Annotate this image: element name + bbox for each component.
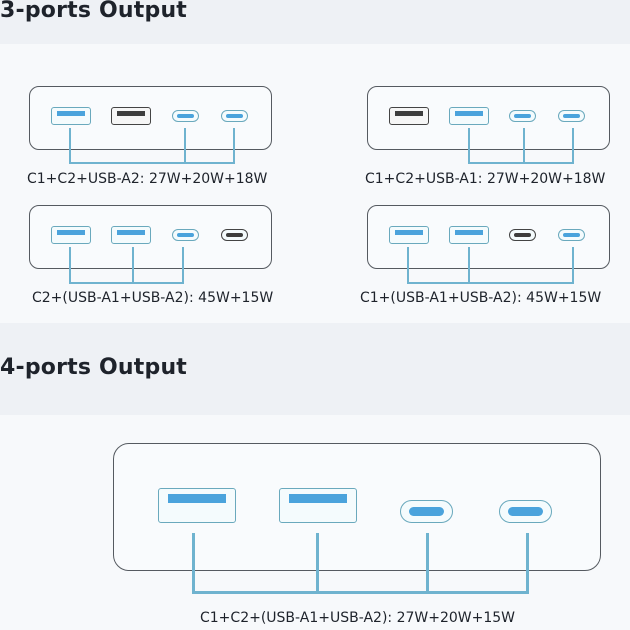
usb-c-port-active [499,500,552,523]
usb-c-port-active [400,500,453,523]
connector-wire [233,128,235,163]
connector-wire [407,247,409,283]
connector-wire [426,533,429,593]
connector-wire [182,247,184,283]
connector-wire [184,128,186,163]
three-ports-header: 3-ports Output [0,0,630,44]
usb-a-port-active [389,226,429,244]
connector-wire [69,162,235,164]
usb-c-port-active [558,229,585,241]
config-caption: C1+(USB-A1+USB-A2): 45W+15W [360,290,602,306]
usb-c-port-active [558,110,585,122]
connector-wire [69,282,184,284]
usb-a-port-active [449,107,489,125]
config-caption: C2+(USB-A1+USB-A2): 45W+15W [32,290,274,306]
usb-a-port-active [158,488,236,523]
connector-wire [192,591,529,594]
connector-wire [69,128,71,163]
section-title: 3-ports Output [0,0,188,23]
connector-wire [523,128,525,163]
charger-panel [29,86,272,150]
connector-wire [572,247,574,283]
usb-c-port-active [172,229,199,241]
usb-a-port-active [51,107,91,125]
charger-panel [367,86,610,150]
usb-c-port-active [172,110,199,122]
section-title: 4-ports Output [0,355,188,380]
usb-c-port-active [221,110,248,122]
connector-wire [316,533,319,593]
connector-wire [572,128,574,163]
usb-a-port-active [111,226,151,244]
usb-a-port-active [449,226,489,244]
connector-wire [69,247,71,283]
charger-panel [367,205,610,269]
connector-wire [407,282,574,284]
connector-wire [468,247,470,283]
four-ports-header: 4-ports Output [0,323,630,415]
connector-wire [192,533,195,593]
connector-wire [468,128,470,163]
charger-panel [113,443,601,571]
usb-a-port-active [51,226,91,244]
usb-a-port-inactive [389,107,429,125]
connector-wire [468,162,574,164]
usb-a-port-active [279,488,357,523]
config-caption: C1+C2+USB-A2: 27W+20W+18W [27,171,268,187]
usb-c-port-inactive [221,229,248,241]
usb-c-port-active [509,110,536,122]
usb-c-port-inactive [509,229,536,241]
connector-wire [526,533,529,593]
connector-wire [132,247,134,283]
charger-panel [29,205,272,269]
usb-a-port-inactive [111,107,151,125]
config-caption: C1+C2+USB-A1: 27W+20W+18W [365,171,606,187]
config-caption: C1+C2+(USB-A1+USB-A2): 27W+20W+15W [200,610,516,626]
